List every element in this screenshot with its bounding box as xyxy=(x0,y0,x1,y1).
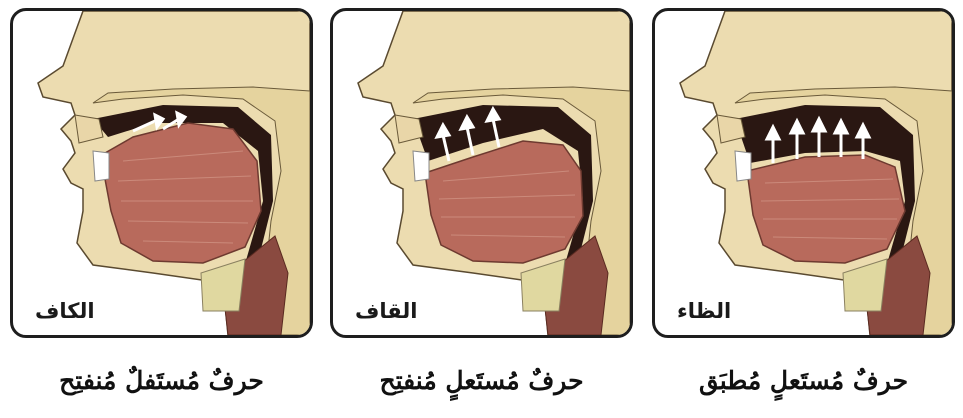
panel-label-kaf: الكاف xyxy=(35,299,95,323)
panel-label-dha: الظاء xyxy=(677,299,731,323)
panel-qaf: القاف xyxy=(330,8,633,338)
tongue xyxy=(747,155,905,263)
panel-dha: الظاء xyxy=(652,8,955,338)
mouth-diagram-dha xyxy=(655,11,952,335)
panel-label-qaf: القاف xyxy=(355,299,417,323)
mouth-diagram-qaf xyxy=(333,11,630,335)
mouth-diagram-kaf xyxy=(13,11,310,335)
caption-qaf: حرفٌ مُستَعلٍ مُنفتِح xyxy=(330,366,633,395)
teeth xyxy=(93,151,109,181)
teeth xyxy=(413,151,429,181)
panel-kaf: الكاف xyxy=(10,8,313,338)
caption-dha: حرفٌ مُستَعلٍ مُطبَق xyxy=(652,366,955,395)
caption-kaf: حرفٌ مُستَفلٌ مُنفتِح xyxy=(10,366,313,395)
teeth xyxy=(735,151,751,181)
